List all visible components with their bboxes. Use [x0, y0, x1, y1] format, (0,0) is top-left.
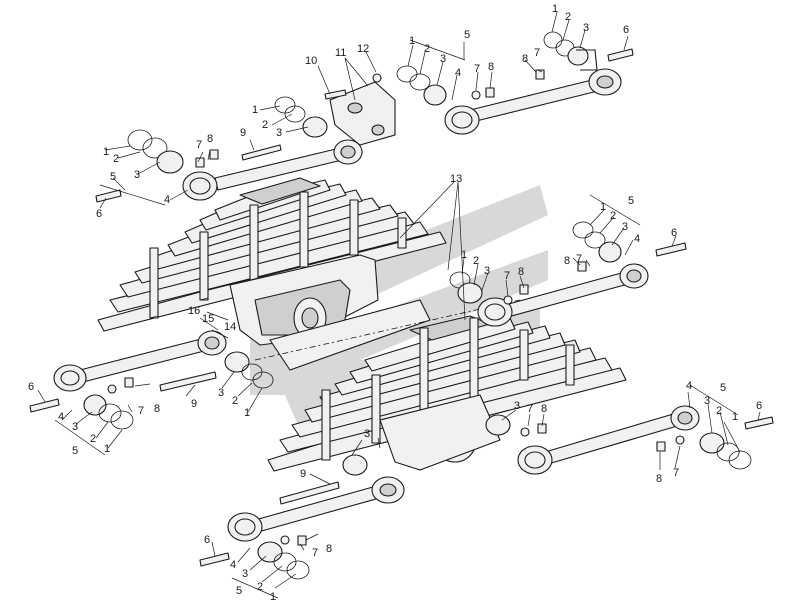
- callout-7: 7: [576, 253, 582, 265]
- callout-1: 1: [409, 35, 415, 47]
- callout-8: 8: [522, 53, 528, 65]
- callout-3: 3: [72, 421, 78, 433]
- callout-3: 3: [514, 400, 520, 412]
- callout-11: 11: [335, 47, 346, 59]
- bushing-set-top-right: [396, 31, 634, 106]
- callout-2: 2: [424, 43, 430, 55]
- callout-6: 6: [204, 534, 210, 546]
- callout-2: 2: [716, 405, 722, 417]
- callout-5: 5: [720, 382, 726, 394]
- callout-3: 3: [276, 127, 282, 139]
- callout-4: 4: [686, 380, 692, 392]
- callout-2: 2: [90, 433, 96, 445]
- callout-1: 1: [252, 104, 258, 116]
- callout-9: 9: [300, 468, 306, 480]
- callout-3: 3: [622, 221, 628, 233]
- callout-4: 4: [58, 411, 64, 423]
- bushing-set-top-left: [95, 96, 328, 203]
- callout-2: 2: [610, 210, 616, 222]
- callout-5: 5: [110, 171, 116, 183]
- callout-8: 8: [518, 266, 524, 278]
- callout-1: 1: [732, 411, 738, 423]
- callout-4: 4: [634, 233, 640, 245]
- bushing-set-lower-right: [279, 414, 774, 505]
- callout-3: 3: [218, 387, 224, 399]
- callout-9: 9: [240, 127, 246, 139]
- bracket-top: [324, 73, 396, 146]
- callout-14: 14: [224, 321, 236, 333]
- callout-8: 8: [154, 403, 160, 415]
- callout-8: 8: [564, 255, 570, 267]
- callout-3: 3: [704, 395, 710, 407]
- callout-7: 7: [138, 405, 144, 417]
- callout-8: 8: [541, 403, 547, 415]
- callout-1: 1: [103, 146, 109, 158]
- rod-middle-right: [477, 263, 649, 327]
- callout-5: 5: [236, 585, 242, 597]
- callout-7: 7: [196, 139, 202, 151]
- leader-lines: [37, 11, 761, 599]
- callout-1: 1: [461, 249, 467, 261]
- trunnion-bracket: [229, 254, 521, 471]
- rod-top-right: [444, 68, 622, 135]
- callout-7: 7: [527, 403, 533, 415]
- callout-6: 6: [756, 400, 762, 412]
- callout-4: 4: [230, 559, 236, 571]
- callout-13: 13: [450, 173, 462, 185]
- callout-3: 3: [583, 22, 589, 34]
- callout-1: 1: [600, 201, 606, 213]
- callout-1: 1: [104, 443, 110, 455]
- callout-1: 1: [270, 591, 276, 603]
- callout-6: 6: [28, 381, 34, 393]
- callout-2: 2: [113, 153, 119, 165]
- callout-5: 5: [464, 29, 470, 41]
- callout-3: 3: [134, 169, 140, 181]
- callout-2: 2: [232, 395, 238, 407]
- callout-8: 8: [207, 133, 213, 145]
- lower-leaf-spring: [267, 315, 627, 472]
- callout-7: 7: [312, 547, 318, 559]
- callout-4: 4: [164, 194, 170, 206]
- callout-1: 1: [552, 3, 558, 15]
- callout-2: 2: [473, 255, 479, 267]
- callout-4: 4: [455, 67, 461, 79]
- callout-2: 2: [565, 11, 571, 23]
- callout-10: 10: [305, 55, 317, 67]
- callout-1: 1: [244, 407, 250, 419]
- callout-12: 12: [357, 43, 369, 55]
- rod-bottom: [227, 476, 405, 542]
- callout-6: 6: [623, 24, 629, 36]
- callout-5: 5: [628, 195, 634, 207]
- callout-8: 8: [326, 543, 332, 555]
- callout-5: 5: [72, 445, 78, 457]
- callout-2: 2: [257, 581, 263, 593]
- callout-7: 7: [504, 270, 510, 282]
- bushing-set-mid-right: [449, 221, 687, 305]
- callout-6: 6: [671, 227, 677, 239]
- callout-7: 7: [673, 467, 679, 479]
- callout-2: 2: [262, 119, 268, 131]
- rod-lower-right: [517, 405, 700, 475]
- bushing-set-mid-left: [29, 351, 274, 430]
- rod-top-left: [182, 139, 363, 201]
- callout-16: 16: [188, 305, 200, 317]
- callouts: 1 2 3 6 5 8 7 1 2 3 4 7 8 10 11 12 1 2 3…: [28, 3, 762, 603]
- callout-3: 3: [242, 568, 248, 580]
- callout-9: 9: [191, 398, 197, 410]
- callout-6: 6: [96, 208, 102, 220]
- callout-8: 8: [488, 61, 494, 73]
- rod-middle-left: [53, 330, 227, 392]
- callout-7: 7: [474, 63, 480, 75]
- callout-3: 3: [364, 428, 370, 440]
- callout-3: 3: [484, 265, 490, 277]
- callout-8: 8: [656, 473, 662, 485]
- callout-3: 3: [440, 53, 446, 65]
- callout-7: 7: [534, 47, 540, 59]
- callout-15: 15: [202, 313, 214, 325]
- bushing-set-bottom: [199, 535, 310, 580]
